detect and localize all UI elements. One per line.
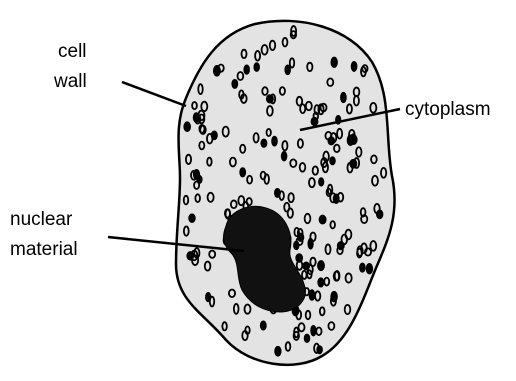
cytoplasm-granule [330,157,335,164]
cytoplasm-granule [275,189,280,197]
cytoplasm-granule [309,290,314,300]
cytoplasm-granule [184,122,190,131]
cytoplasm-granule [320,216,326,224]
cytoplasm-granule [261,139,266,147]
cytoplasm-granule [319,178,323,186]
cytoplasm-granule [272,137,277,146]
label-cell-wall-line1: cell [58,41,87,62]
cytoplasm-granule [305,335,310,343]
cytoplasm-granule [318,278,323,286]
cytoplasm-granule [341,93,346,102]
cytoplasm-granule [360,263,365,271]
cytoplasm-granule [285,65,290,74]
cytoplasm-granule [296,254,302,262]
cytoplasm-granule [261,321,266,329]
cytoplasm-granule [282,152,287,161]
cytoplasm-granule [275,347,280,356]
cytoplasm-granule [303,262,309,269]
cytoplasm-granule [214,66,220,76]
label-nuclear-line1: nuclear [10,209,73,230]
cytoplasm-granule [308,239,312,249]
cytoplasm-granule [318,261,324,270]
cytoplasm-granule [194,113,199,122]
cytoplasm-granule [189,214,195,222]
cytoplasm-granule [352,62,357,71]
label-cell-wall-line2: wall [53,71,87,92]
cytoplasm-granule [331,58,337,67]
label-cytoplasm: cytoplasm [405,99,491,120]
cytoplasm-granule [240,168,245,176]
label-nuclear-line2: material [10,239,78,260]
cell-wall-leader-line [122,82,186,106]
cytoplasm-granule [367,264,373,274]
cytoplasm-granule [197,176,202,183]
cytoplasm-granule [311,118,317,126]
cytoplasm-granule [254,63,259,71]
cytoplasm-granule [338,242,344,249]
cytoplasm-granule [317,346,322,353]
cytoplasm-granule [331,292,337,302]
cytoplasm-granule [267,95,273,102]
cytoplasm-granule [244,65,249,73]
cytoplasm-granule [232,80,237,88]
cytoplasm-granule [311,326,315,336]
